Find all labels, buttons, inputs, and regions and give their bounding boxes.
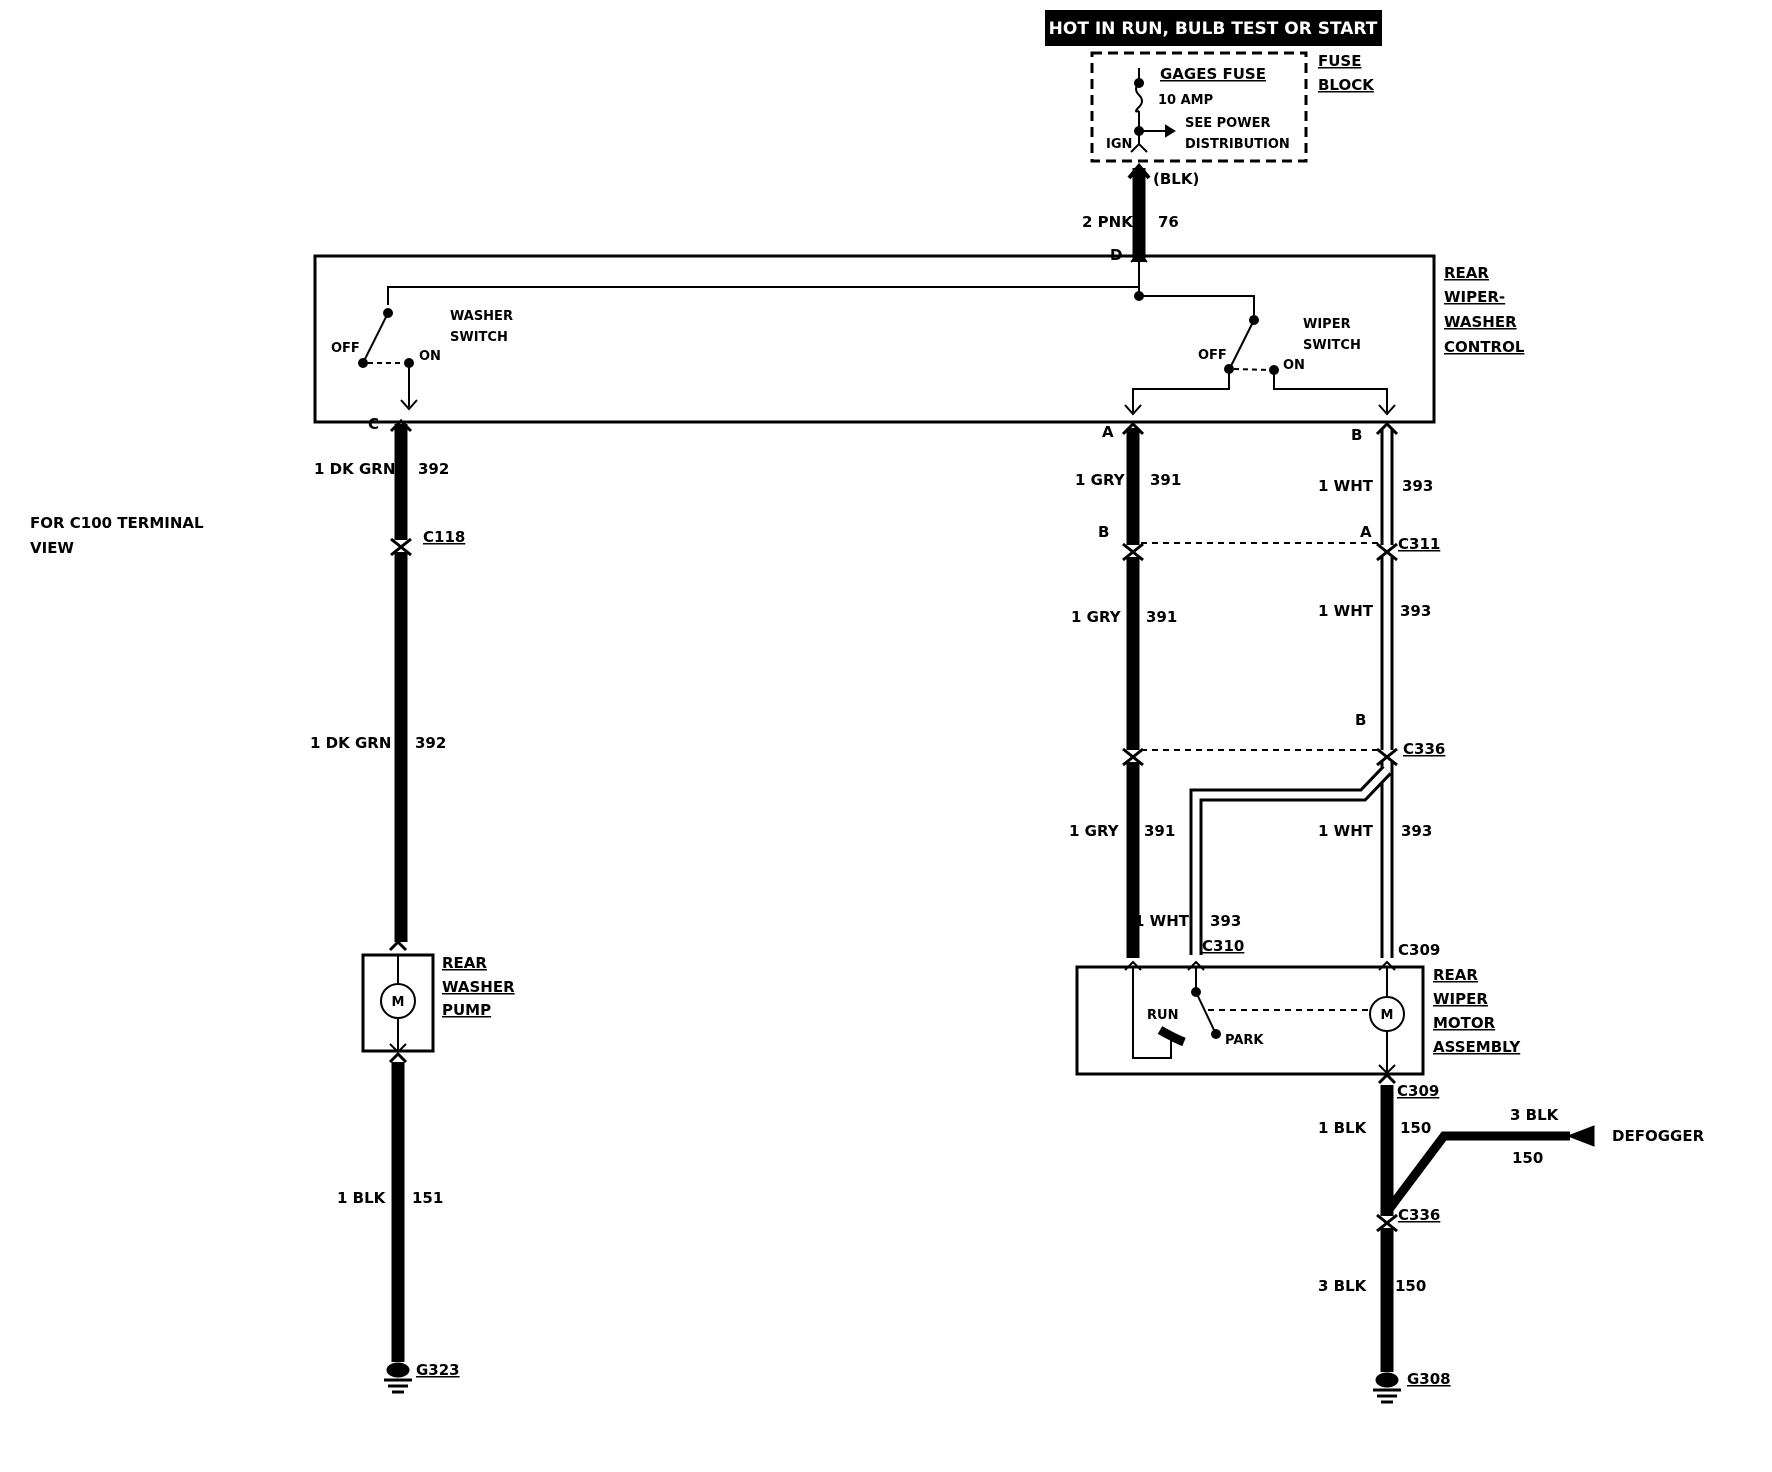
wiper-off-label: OFF xyxy=(1198,348,1227,363)
control-name-1: REAR xyxy=(1444,264,1489,282)
washer-upper-circuit: 392 xyxy=(418,460,449,478)
washer-pump-internals xyxy=(380,939,416,1064)
motor-ground-lower-color: 3 BLK xyxy=(1318,1277,1368,1295)
connector-c311: C311 xyxy=(1398,535,1440,553)
pump-ground-color: 1 BLK xyxy=(337,1189,387,1207)
control-internal-wiring xyxy=(358,252,1396,416)
ground-g308-symbol xyxy=(1373,1372,1401,1404)
see-power-2: DISTRIBUTION xyxy=(1185,137,1290,152)
white-wire-color-2: 1 WHT xyxy=(1318,602,1374,620)
terminal-a: A xyxy=(1102,423,1114,441)
white-wire-color-1: 1 WHT xyxy=(1318,477,1374,495)
gray-wire-color-3: 1 GRY xyxy=(1069,822,1120,840)
terminal-b: B xyxy=(1351,426,1362,444)
wiper-motor-name-3: MOTOR xyxy=(1433,1014,1496,1032)
fuse-block-label-1: FUSE xyxy=(1318,52,1361,70)
ground-g323-symbol xyxy=(384,1362,412,1394)
wiper-switch-label-1: WIPER xyxy=(1303,317,1351,332)
wiper-motor-name-1: REAR xyxy=(1433,966,1478,984)
gray-wire-color-1: 1 GRY xyxy=(1075,471,1126,489)
fuse-name: GAGES FUSE xyxy=(1160,65,1266,83)
header-banner-box xyxy=(1045,10,1382,46)
gray-wire-circuit-1: 391 xyxy=(1150,471,1181,489)
connector-c336-top: C336 xyxy=(1403,740,1445,758)
c311-pin-a: A xyxy=(1360,523,1372,541)
fuse-symbol xyxy=(1130,68,1176,153)
park-label: PARK xyxy=(1225,1033,1264,1048)
blk-label: (BLK) xyxy=(1153,170,1199,188)
see-power-1: SEE POWER xyxy=(1185,116,1270,131)
connector-c309-bottom: C309 xyxy=(1397,1082,1439,1100)
side-note-1: FOR C100 TERMINAL xyxy=(30,514,204,532)
run-label: RUN xyxy=(1147,1008,1178,1023)
gray-wire-circuit-3: 391 xyxy=(1144,822,1175,840)
motor-ground-upper-color: 1 BLK xyxy=(1318,1119,1368,1137)
side-note-2: VIEW xyxy=(30,539,74,557)
motor-ground-upper-circuit: 150 xyxy=(1400,1119,1431,1137)
fuse-block-label-2: BLOCK xyxy=(1318,76,1375,94)
washer-on-label: ON xyxy=(419,349,441,364)
washer-wire xyxy=(389,418,413,1362)
motor-ground-wire xyxy=(1376,1085,1595,1372)
gray-wire-color-2: 1 GRY xyxy=(1071,608,1122,626)
control-name-4: CONTROL xyxy=(1444,338,1525,356)
header-banner: HOT IN RUN, BULB TEST OR START xyxy=(1049,19,1378,39)
washer-lower-color: 1 DK GRN xyxy=(310,734,391,752)
control-box xyxy=(313,254,1436,424)
connector-c118: C118 xyxy=(423,528,465,546)
washer-pump-motor-symbol: M xyxy=(392,995,405,1010)
c336-pin-b: B xyxy=(1355,711,1366,729)
defogger-label: DEFOGGER xyxy=(1612,1127,1705,1145)
wiper-motor-name-4: ASSEMBLY xyxy=(1433,1038,1521,1056)
washer-switch-label-1: WASHER xyxy=(450,309,513,324)
connector-c310: C310 xyxy=(1202,937,1244,955)
motor-ground-lower-circuit: 150 xyxy=(1395,1277,1426,1295)
ign-label: IGN xyxy=(1106,137,1132,152)
washer-off-label: OFF xyxy=(331,341,360,356)
white-wire-color-3: 1 WHT xyxy=(1318,822,1374,840)
white-wire xyxy=(1189,421,1399,958)
terminal-c: C xyxy=(368,415,379,433)
gray-wire-circuit-2: 391 xyxy=(1146,608,1177,626)
run-contact xyxy=(1157,1026,1186,1047)
c311-pin-b: B xyxy=(1098,523,1109,541)
washer-pump-name-2: WASHER xyxy=(442,978,515,996)
feed-wire-color: 2 PNK xyxy=(1082,213,1134,231)
feed-wire-circuit: 76 xyxy=(1158,213,1179,231)
ground-g323: G323 xyxy=(416,1361,460,1379)
wiper-motor-internals xyxy=(1124,960,1405,1085)
white-wire-circuit-1: 393 xyxy=(1402,477,1433,495)
connector-c336-bottom: C336 xyxy=(1398,1206,1440,1224)
washer-switch-label-2: SWITCH xyxy=(450,330,508,345)
pump-ground-circuit: 151 xyxy=(412,1189,443,1207)
control-name-3: WASHER xyxy=(1444,313,1517,331)
defogger-wire-circuit: 150 xyxy=(1512,1149,1543,1167)
gray-wire xyxy=(1121,421,1145,958)
washer-pump-name-3: PUMP xyxy=(442,1001,491,1019)
wiper-switch-label-2: SWITCH xyxy=(1303,338,1361,353)
washer-upper-color: 1 DK GRN xyxy=(314,460,395,478)
white-wire-circuit-3: 393 xyxy=(1401,822,1432,840)
white-jumper-color: 1 WHT xyxy=(1134,912,1190,930)
fuse-rating: 10 AMP xyxy=(1158,93,1213,108)
ground-g308: G308 xyxy=(1407,1370,1451,1388)
wiper-on-label: ON xyxy=(1283,358,1305,373)
washer-pump-name-1: REAR xyxy=(442,954,487,972)
white-wire-circuit-2: 393 xyxy=(1400,602,1431,620)
washer-lower-circuit: 392 xyxy=(415,734,446,752)
control-name-2: WIPER- xyxy=(1444,288,1505,306)
white-jumper-circuit: 393 xyxy=(1210,912,1241,930)
connector-c309-top: C309 xyxy=(1398,941,1440,959)
wiper-motor-symbol: M xyxy=(1381,1008,1394,1023)
defogger-wire-color: 3 BLK xyxy=(1510,1106,1560,1124)
wiper-motor-name-2: WIPER xyxy=(1433,990,1488,1008)
feed-arrow-top xyxy=(1127,162,1151,180)
wiper-motor-box xyxy=(1075,965,1425,1076)
